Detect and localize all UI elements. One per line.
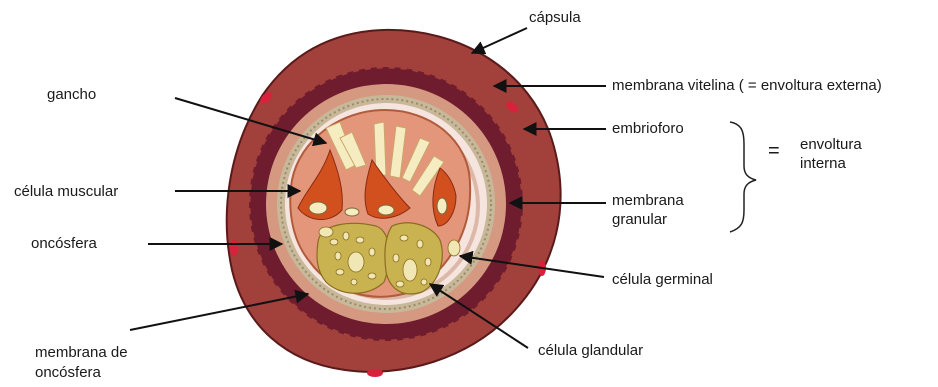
label-envoltura-interna-line1: envoltura (800, 136, 862, 154)
label-celula-glandular: célula glandular (538, 342, 643, 360)
label-celula-muscular: célula muscular (14, 183, 118, 201)
label-oncosfera: oncósfera (31, 235, 97, 253)
label-embrioforo: embrioforo (612, 120, 684, 138)
label-capsula: cápsula (529, 9, 581, 27)
label-membrana-granular-line1: membrana (612, 192, 684, 210)
label-envoltura-interna-line2: interna (800, 155, 846, 173)
label-celula-germinal: célula germinal (612, 271, 713, 289)
label-membrana-vitelina: membrana vitelina ( = envoltura externa) (612, 77, 882, 95)
label-membrana-oncosfera-line2: oncósfera (35, 364, 101, 382)
equals-sign: = (768, 140, 780, 163)
arrow-capsula (472, 28, 527, 53)
label-membrana-oncosfera-line1: membrana de (35, 344, 128, 362)
envoltura-interna-brace (730, 122, 756, 232)
label-membrana-granular-line2: granular (612, 211, 667, 229)
label-gancho: gancho (47, 86, 96, 104)
